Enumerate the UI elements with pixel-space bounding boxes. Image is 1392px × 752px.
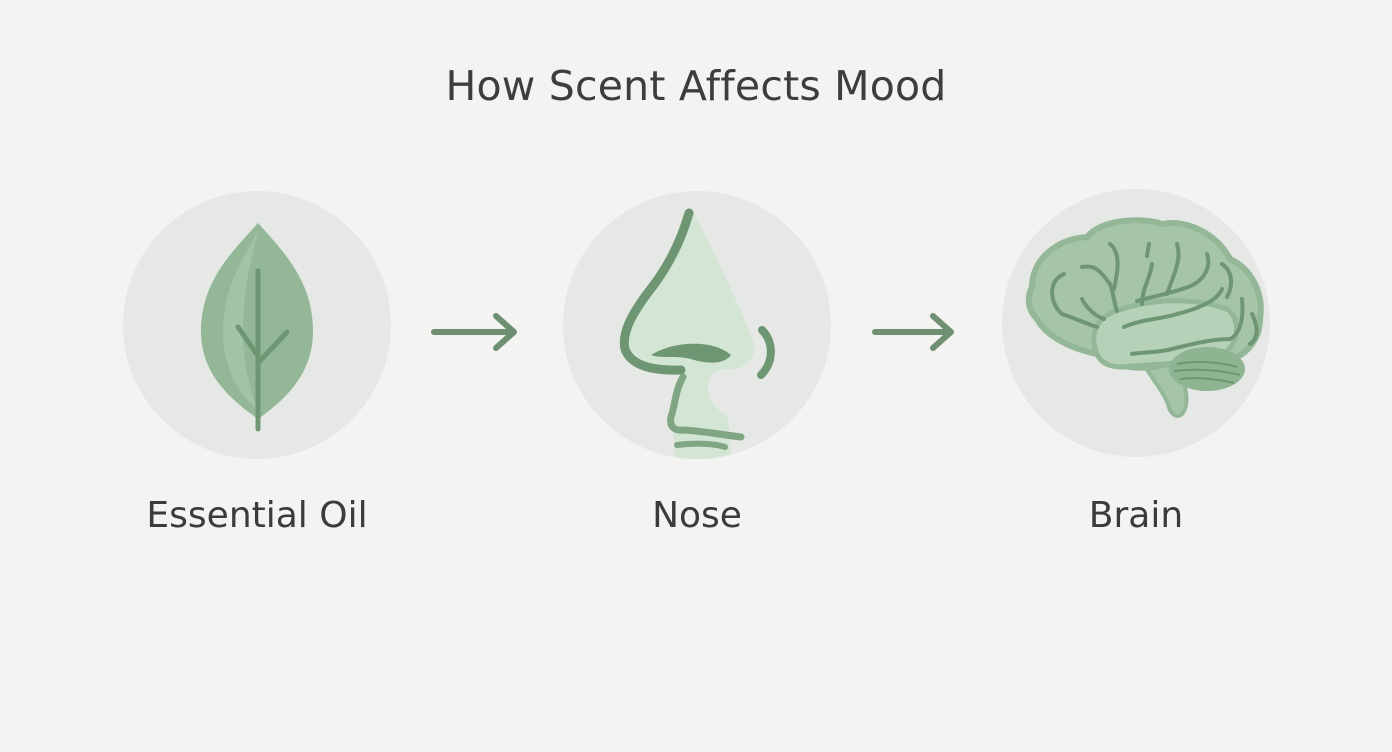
step-label: Nose <box>652 495 742 536</box>
leaf-icon <box>201 223 313 432</box>
icon-circle <box>123 191 391 459</box>
arrow-right-icon <box>872 313 954 351</box>
arrow-right-icon <box>431 313 517 351</box>
icon-circle <box>1002 189 1270 457</box>
brain-icon <box>1025 217 1264 418</box>
icon-circle <box>563 191 831 459</box>
step-essential-oil: Essential Oil <box>123 191 391 536</box>
step-label: Brain <box>1088 495 1184 536</box>
nose-icon <box>619 207 775 459</box>
step-nose: Nose <box>563 191 831 536</box>
step-brain: Brain <box>1002 189 1270 536</box>
diagram-title: How Scent Affects Mood <box>445 62 947 110</box>
step-label: Essential Oil <box>146 495 368 536</box>
